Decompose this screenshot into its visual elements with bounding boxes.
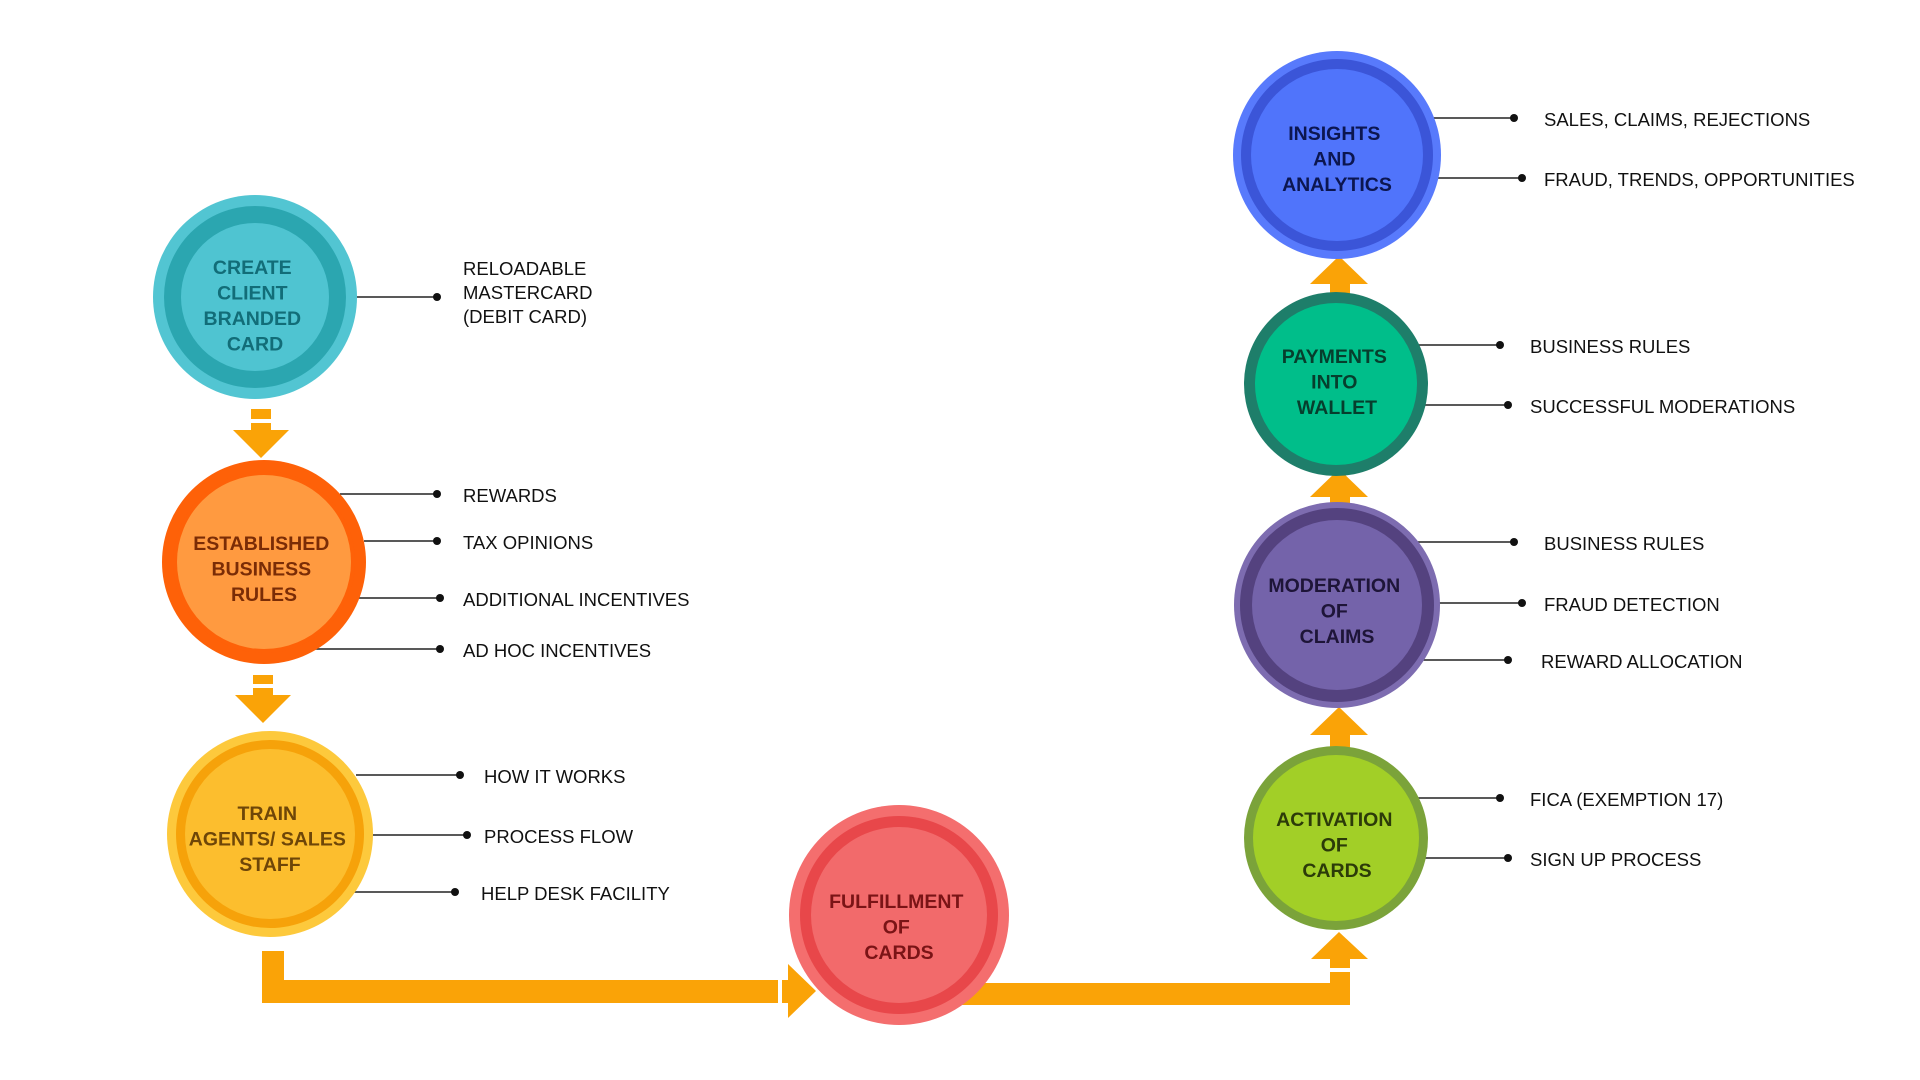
node-title-line: INTO (1311, 372, 1357, 394)
node-title-line: OF (883, 917, 910, 939)
node-insights-and-analytics: INSIGHTS AND ANALYTICS (1233, 51, 1441, 259)
node-label-line: RELOADABLE (463, 258, 586, 279)
node-label: FRAUD DETECTION (1544, 594, 1720, 615)
node-established-business-rules: ESTABLISHED BUSINESS RULES (162, 460, 366, 664)
leader-dot (433, 490, 441, 498)
leader-dot (1510, 538, 1518, 546)
node-train-agents-sales-staff: TRAIN AGENTS/ SALES STAFF (167, 731, 373, 937)
leader-dot (1504, 854, 1512, 862)
arrow-down-1 (233, 409, 289, 458)
leader-dot (1504, 401, 1512, 409)
node-label: SIGN UP PROCESS (1530, 849, 1701, 870)
node-fulfillment-of-cards: FULFILLMENT OF CARDS (789, 805, 1009, 1025)
node-activation-of-cards: ACTIVATION OF CARDS (1244, 746, 1428, 930)
node-title: MODERATION OF CLAIMS (1268, 575, 1405, 648)
node-label: FICA (EXEMPTION 17) (1530, 789, 1723, 810)
node-title-line: CLIENT (217, 283, 288, 305)
node-label-line: MASTERCARD (463, 282, 593, 303)
arrow-up-3 (1310, 256, 1368, 294)
node-title-line: ANALYTICS (1282, 174, 1392, 196)
node-create-client-branded-card: CREATE CLIENT BRANDED CARD (153, 195, 357, 399)
node-label: BUSINESS RULES (1530, 336, 1690, 357)
node-title-line: CARD (227, 334, 283, 356)
leader-dot (1518, 174, 1526, 182)
node-label: HOW IT WORKS (484, 766, 626, 787)
node-title-line: OF (1321, 601, 1348, 623)
node-title-line: BRANDED (204, 308, 302, 330)
leader-dot (1496, 341, 1504, 349)
node-title-line: RULES (231, 584, 297, 606)
node-label: HELP DESK FACILITY (481, 883, 670, 904)
node-label-line: (DEBIT CARD) (463, 306, 587, 327)
node-title-line: OF (1321, 835, 1348, 857)
node-title-line: INSIGHTS (1288, 123, 1380, 145)
node-label: AD HOC INCENTIVES (463, 640, 651, 661)
node-title-line: AGENTS/ SALES (189, 829, 346, 851)
nodes: CREATE CLIENT BRANDED CARD ESTABLISHED B… (153, 51, 1441, 1025)
leader-dot (433, 293, 441, 301)
node-title-line: TRAIN (238, 803, 298, 825)
node-title: CREATE CLIENT BRANDED CARD (204, 257, 307, 356)
leader-dot (463, 831, 471, 839)
node-label-multiline: RELOADABLE MASTERCARD (DEBIT CARD) (463, 258, 598, 327)
leader-dot (1496, 794, 1504, 802)
node-label: FRAUD, TRENDS, OPPORTUNITIES (1544, 169, 1855, 190)
node-label: REWARD ALLOCATION (1541, 651, 1742, 672)
node-label: SALES, CLAIMS, REJECTIONS (1544, 109, 1810, 130)
node-title-line: ACTIVATION (1276, 809, 1392, 831)
node-title: FULFILLMENT OF CARDS (829, 891, 969, 964)
node-title-line: WALLET (1297, 397, 1377, 419)
node-label: BUSINESS RULES (1544, 533, 1704, 554)
node-title-line: PAYMENTS (1282, 346, 1387, 368)
leader-dot (456, 771, 464, 779)
flow-arrows (233, 256, 1368, 1018)
leader-dot (436, 645, 444, 653)
leader-dot (1504, 656, 1512, 664)
node-title-line: CLAIMS (1300, 626, 1375, 648)
node-title: PAYMENTS INTO WALLET (1282, 346, 1393, 419)
node-label: REWARDS (463, 485, 557, 506)
node-title: ESTABLISHED BUSINESS RULES (193, 533, 335, 606)
node-label: PROCESS FLOW (484, 826, 634, 847)
leader-dot (433, 537, 441, 545)
leader-lines (300, 114, 1526, 896)
node-label: ADDITIONAL INCENTIVES (463, 589, 690, 610)
node-payments-into-wallet: PAYMENTS INTO WALLET (1244, 292, 1428, 476)
node-label: TAX OPINIONS (463, 532, 593, 553)
node-label: SUCCESSFUL MODERATIONS (1530, 396, 1795, 417)
leader-dot (1518, 599, 1526, 607)
node-title-line: FULFILLMENT (829, 891, 963, 913)
side-labels: RELOADABLE MASTERCARD (DEBIT CARD) REWAR… (463, 109, 1855, 904)
node-title: INSIGHTS AND ANALYTICS (1282, 123, 1392, 196)
arrow-fulfillment-to-activation (960, 932, 1368, 1005)
arrow-down-2 (235, 675, 291, 723)
node-title-line: CARDS (864, 942, 933, 964)
node-title-line: BUSINESS (211, 559, 311, 581)
leader-dot (1510, 114, 1518, 122)
node-title-line: AND (1313, 149, 1355, 171)
node-title: ACTIVATION OF CARDS (1276, 809, 1398, 882)
leader-dot (451, 888, 459, 896)
node-title-line: STAFF (239, 854, 300, 876)
node-title-line: MODERATION (1268, 575, 1400, 597)
arrow-train-to-fulfillment (262, 951, 816, 1018)
node-title: TRAIN AGENTS/ SALES STAFF (189, 803, 352, 876)
node-title-line: ESTABLISHED (193, 533, 329, 555)
arrow-up-2 (1310, 469, 1368, 507)
node-moderation-of-claims: MODERATION OF CLAIMS (1234, 502, 1440, 708)
node-title-line: CREATE (213, 257, 292, 279)
arrow-up-1 (1310, 707, 1368, 749)
node-title-line: CARDS (1302, 860, 1371, 882)
leader-dot (436, 594, 444, 602)
